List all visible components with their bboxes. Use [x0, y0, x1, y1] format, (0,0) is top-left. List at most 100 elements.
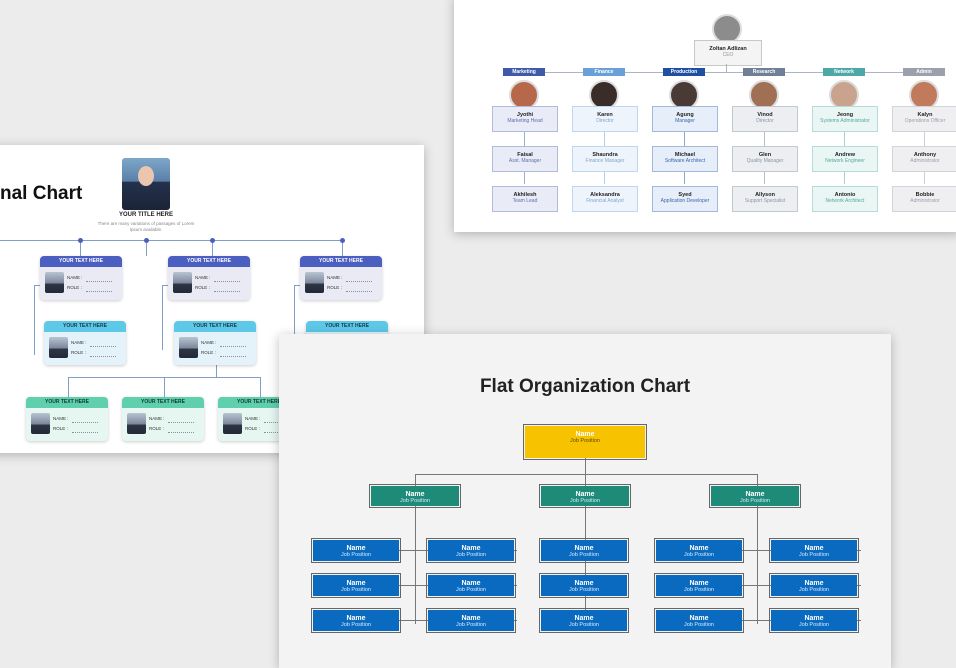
box-name: Name — [804, 545, 824, 552]
ceo-box: Zoltan Adlizan CEO — [694, 40, 762, 66]
slide-title: nal Chart — [0, 183, 83, 204]
department-tab-finance[interactable]: Finance — [583, 68, 625, 76]
card-header: YOUR TEXT HERE — [174, 321, 256, 332]
person-avatar — [669, 80, 699, 110]
person-photo — [179, 337, 198, 358]
person-name: Vinod — [757, 112, 773, 118]
name-label: NAME — [149, 416, 163, 421]
person-role: Director — [756, 118, 774, 124]
box-position: Job Position — [740, 498, 770, 504]
connector-line — [34, 285, 40, 286]
colon: : — [81, 285, 83, 290]
box-name: Name — [689, 545, 709, 552]
role-line — [86, 290, 112, 292]
box-name: Name — [745, 491, 765, 498]
connector-line — [757, 506, 758, 624]
connector-dot — [144, 238, 149, 243]
person-avatar — [749, 80, 779, 110]
name-label: NAME — [201, 340, 215, 345]
person-photo — [173, 272, 192, 293]
department-tab-research[interactable]: Research — [743, 68, 785, 76]
top-subtitle: There are many variations of passages of… — [97, 221, 195, 232]
card-header: YOUR TEXT HERE — [168, 256, 250, 267]
connector-line — [524, 72, 928, 73]
person-role: Support Specialist — [744, 198, 786, 204]
colon: : — [85, 350, 87, 355]
connector-line — [757, 474, 758, 486]
department-tab-network[interactable]: Network — [823, 68, 865, 76]
box-position: Job Position — [569, 622, 599, 628]
connector-line — [294, 285, 295, 335]
connector-dot — [78, 238, 83, 243]
box-position: Job Position — [799, 552, 829, 558]
connector-line — [216, 363, 217, 377]
department-tab-admin[interactable]: Admin — [903, 68, 945, 76]
person-role: Quality Manager — [746, 158, 784, 164]
connector-line — [146, 240, 147, 256]
person-name: Aleksandra — [590, 192, 620, 198]
name-label: NAME — [327, 275, 341, 280]
role-line — [346, 290, 372, 292]
role-label: ROLE — [149, 426, 162, 431]
colon: : — [215, 350, 217, 355]
colon: : — [259, 426, 261, 431]
name-line — [86, 280, 112, 282]
person-name: Akhilesh — [513, 192, 537, 198]
department-tab-marketing[interactable]: Marketing — [503, 68, 545, 76]
role-line — [220, 355, 246, 357]
connector-line — [415, 506, 416, 624]
box-name: Name — [461, 580, 481, 587]
role-label: ROLE — [245, 426, 258, 431]
box-position: Job Position — [456, 587, 486, 593]
connector-line — [0, 240, 342, 241]
colon: : — [67, 416, 69, 421]
department-tab-production[interactable]: Production — [663, 68, 705, 76]
